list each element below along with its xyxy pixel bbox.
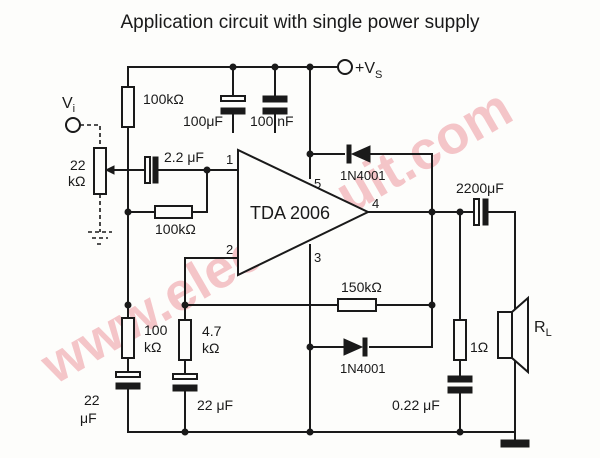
speaker-cone-icon: [511, 295, 529, 375]
junction-dot: [306, 428, 314, 436]
resistor-1ohm-label: 1Ω: [470, 339, 488, 355]
capacitor-22uf-mid-label: 22 μF: [197, 397, 233, 413]
junctions: [124, 63, 464, 436]
junction-dot: [456, 208, 464, 216]
junction-dot: [124, 208, 132, 216]
capacitor-2200uf-label: 2200μF: [456, 180, 504, 196]
supply-terminal-icon: [337, 59, 353, 75]
junction-dot: [428, 301, 436, 309]
capacitor-22uf-mid-plate: [172, 373, 198, 380]
resistor-100k-bias-label: 100kΩ: [155, 221, 196, 237]
capacitor-100uf-label: 100μF: [183, 113, 223, 129]
input-label: Vi: [62, 95, 75, 115]
resistor-100k-bias: [154, 205, 193, 219]
resistor-100k-lower-value: 100: [144, 322, 168, 338]
junction-dot: [428, 208, 436, 216]
ic-name-label: TDA 2006: [250, 203, 330, 223]
pot-dashed-wire: [80, 124, 101, 232]
bias-wire: [127, 169, 208, 213]
pot-unit-label: kΩ: [68, 173, 85, 189]
junction-dot: [306, 63, 314, 71]
diagram-title: Application circuit with single power su…: [120, 12, 480, 33]
diode-bottom-bar: [362, 337, 368, 357]
resistor-100k-top: [121, 86, 135, 128]
supply-label: +VS: [355, 60, 382, 81]
resistor-150k-label: 150kΩ: [341, 279, 382, 295]
capacitor-2-2uf-plate: [152, 156, 159, 184]
capacitor-22uf-left-value: 22: [84, 392, 100, 408]
diode-bot-wire: [309, 304, 433, 348]
capacitor-100uf-plate: [220, 95, 246, 102]
junction-dot: [456, 428, 464, 436]
capacitor-0-22uf-plate: [447, 386, 473, 394]
resistor-4-7k-unit: kΩ: [202, 340, 219, 356]
junction-dot: [306, 343, 314, 351]
input-terminal-icon: [65, 117, 81, 133]
capacitor-2200uf-plate: [482, 198, 489, 226]
diode-top-wire: [309, 153, 433, 213]
ic-tda2006: [237, 148, 371, 277]
diode-top-label: 1N4001: [340, 168, 386, 183]
resistor-100k-lower-unit: kΩ: [144, 339, 161, 355]
resistor-4-7k: [178, 319, 192, 361]
ground-icon: [500, 439, 530, 448]
junction-dot: [181, 301, 189, 309]
resistor-100k-top-label: 100kΩ: [143, 91, 184, 107]
junction-dot: [203, 166, 211, 174]
resistor-150k: [337, 298, 377, 312]
diode-bottom-icon: [343, 338, 364, 356]
capacitor-100nf-label: 100 nF: [250, 113, 294, 129]
load-label: RL: [534, 319, 552, 339]
junction-dot: [181, 428, 189, 436]
diode-top-bar: [346, 144, 352, 164]
pot-ground-icon: [88, 231, 112, 245]
junction-dot: [271, 63, 279, 71]
pot-wiper-icon: [104, 165, 115, 175]
capacitor-100nf-plate: [262, 95, 288, 103]
pot-value-label: 22: [70, 157, 86, 173]
junction-dot: [306, 150, 314, 158]
capacitor-100nf-plate: [262, 107, 288, 115]
junction-dot: [124, 301, 132, 309]
wires: [80, 66, 516, 441]
capacitor-0-22uf-plate: [447, 375, 473, 383]
pin-4-label: 4: [372, 196, 379, 211]
capacitor-2-2uf-plate: [144, 156, 151, 184]
pin-3-label: 3: [314, 250, 321, 265]
capacitor-22uf-left-plate: [115, 382, 141, 390]
pin-1-label: 1: [226, 152, 233, 167]
resistor-1ohm: [453, 319, 467, 361]
potentiometer-22k: [93, 147, 107, 195]
capacitor-100uf-plate: [220, 107, 246, 115]
output-wire: [367, 211, 516, 313]
diode-top-icon: [350, 145, 371, 163]
resistor-100k-lower: [121, 317, 135, 359]
capacitor-22uf-mid-plate: [172, 384, 198, 392]
capacitor-2-2uf-label: 2.2 μF: [164, 149, 204, 165]
diode-bottom-label: 1N4001: [340, 361, 386, 376]
speaker-icon: [497, 311, 513, 359]
pin2-wire: [184, 257, 239, 306]
capacitor-22uf-left-unit: μF: [80, 410, 97, 426]
capacitor-22uf-left-plate: [115, 371, 141, 378]
pin-2-label: 2: [226, 242, 233, 257]
resistor-4-7k-value: 4.7: [202, 323, 222, 339]
capacitor-2200uf-plate: [473, 198, 480, 226]
capacitor-0-22uf-label: 0.22 μF: [392, 397, 440, 413]
pin-5-label: 5: [314, 176, 321, 191]
junction-dot: [229, 63, 237, 71]
